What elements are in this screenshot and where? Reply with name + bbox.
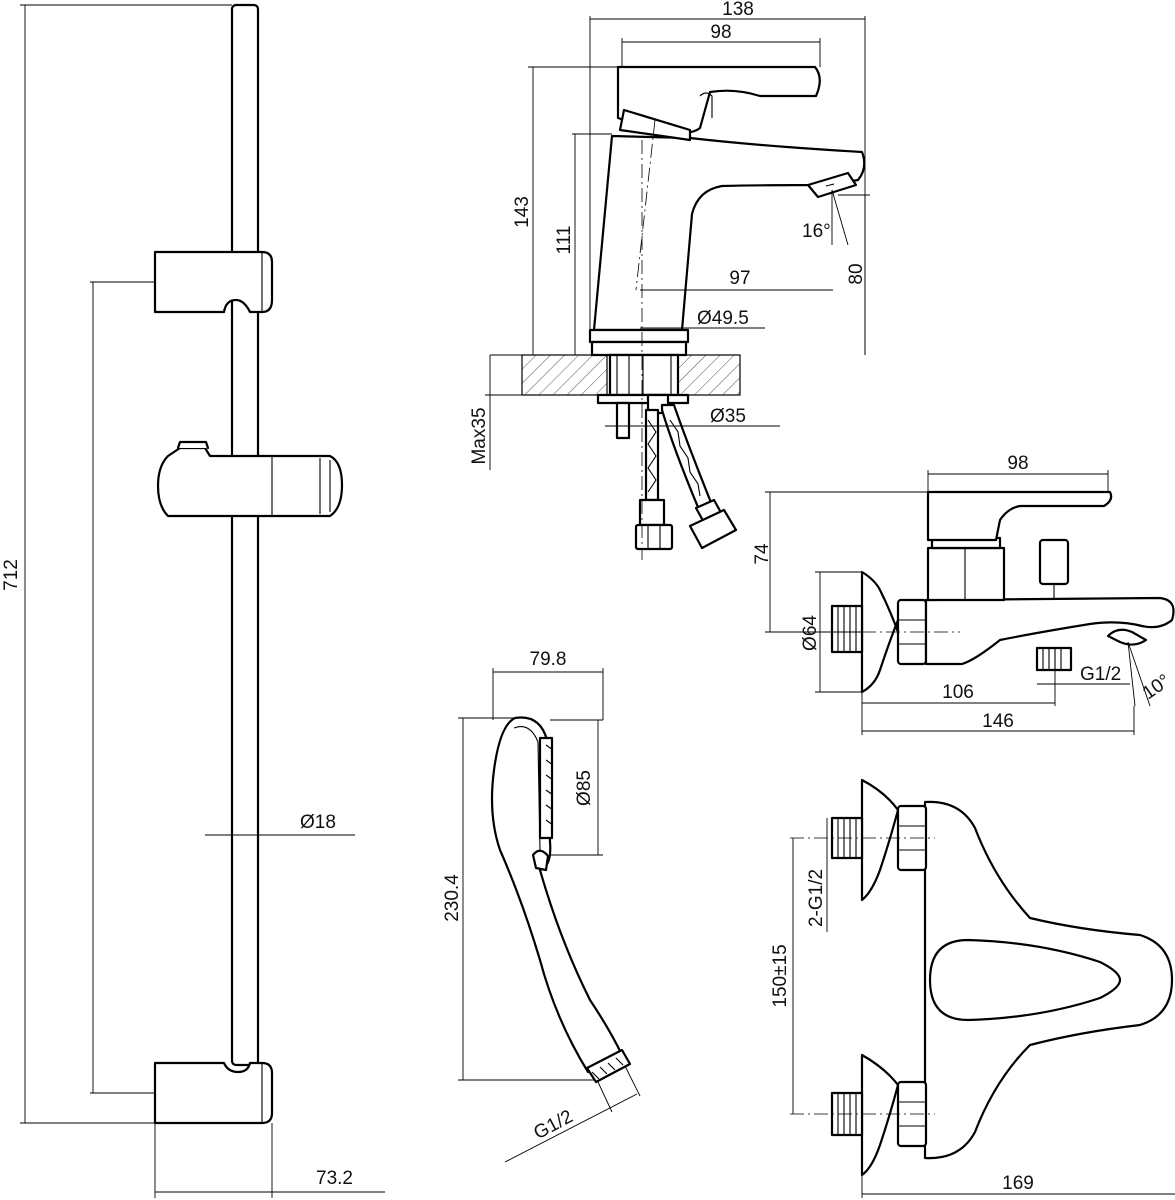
base-diameter-label: Ø49.5	[697, 308, 749, 329]
bath-reach-inner-label: 106	[942, 682, 974, 703]
flange-diameter-label: Ø64	[800, 615, 821, 651]
basin-handle-length-label: 98	[710, 22, 731, 43]
handshower-thread-label: G1/2	[530, 1106, 576, 1144]
handshower-length-label: 230.4	[442, 874, 463, 922]
bath-handle-length-label: 98	[1007, 453, 1028, 474]
bath-mixer-side: 98 74 Ø64 G1/2 10° 106 146	[752, 453, 1175, 735]
rail-diameter-label: Ø18	[300, 812, 336, 833]
spout-height-label: 80	[846, 263, 867, 284]
bath-spout-angle-label: 10°	[1139, 670, 1175, 704]
shower-rail: 712 Ø18 73.2	[1, 3, 385, 1198]
basin-total-length-label: 138	[722, 0, 754, 20]
rail-length-label: 712	[1, 559, 22, 591]
basin-body-height-label: 111	[554, 226, 575, 255]
spout-angle-label: 16°	[802, 221, 831, 242]
inlet-threads-label: 2-G1/2	[806, 869, 827, 927]
bath-reach-total-label: 146	[982, 711, 1014, 732]
max-thickness-label: Max35	[469, 407, 490, 464]
inlet-spacing-label: 150±15	[770, 944, 791, 1007]
hole-diameter-label: Ø35	[710, 406, 746, 427]
handshower-width-label: 79.8	[530, 649, 567, 670]
spout-reach-label: 97	[729, 268, 750, 289]
bath-height-label: 74	[752, 543, 773, 565]
handshower-face-diameter-label: Ø85	[574, 770, 595, 806]
rail-depth-label: 73.2	[316, 1168, 353, 1189]
outlet-thread-label: G1/2	[1080, 664, 1121, 685]
hand-shower: 79.8 Ø85 230.4 G1/2	[442, 649, 641, 1163]
bath-mixer-top: 2-G1/2 150±15 169	[770, 778, 1175, 1198]
basin-mixer: 138 98 143 111 16° 97 80 Ø49.5 Max35 Ø3	[469, 0, 870, 560]
basin-height-label: 143	[512, 196, 533, 228]
bath-width-total-label: 169	[1002, 1173, 1034, 1194]
